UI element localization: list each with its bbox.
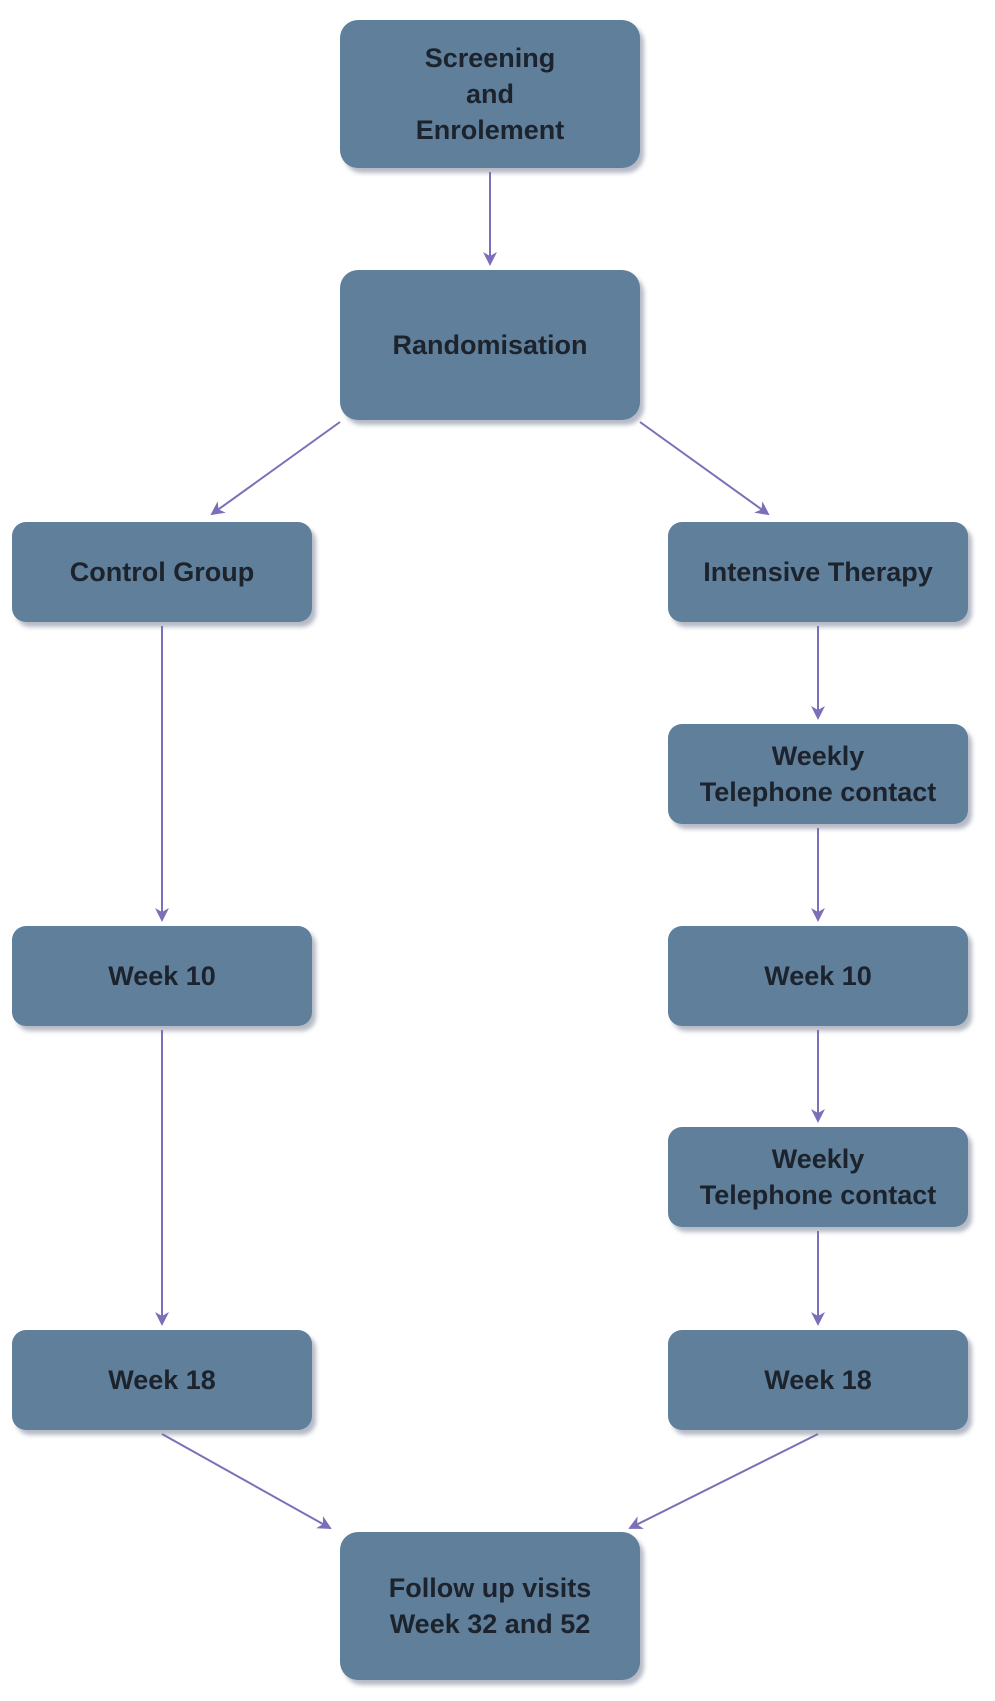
intensive-week-18-box: Week 18 bbox=[668, 1330, 968, 1430]
randomisation-box: Randomisation bbox=[340, 270, 640, 420]
arrow-control_week_18-to-follow_up bbox=[161, 1433, 332, 1529]
node-label-line: Week 10 bbox=[764, 961, 872, 991]
control-group-box: Control Group bbox=[12, 522, 312, 622]
node-label-line: Enrolement bbox=[415, 115, 565, 145]
arrow-intensive_week_18-to-follow_up bbox=[628, 1433, 819, 1529]
control-week-18-box: Week 18 bbox=[12, 1330, 312, 1430]
intensive-week-10-box: Week 10 bbox=[668, 926, 968, 1026]
node-label-line: Follow up visits bbox=[388, 1573, 592, 1603]
node-label-line: Week 10 bbox=[108, 961, 216, 991]
intensive-therapy-box: Intensive Therapy bbox=[668, 522, 968, 622]
node-label-line: and bbox=[465, 79, 514, 109]
node-label-line: Screening bbox=[424, 43, 556, 73]
follow-up-visits-box: Follow up visits Week 32 and 52 bbox=[340, 1532, 640, 1680]
arrow-randomisation-to-control_group bbox=[210, 421, 341, 516]
node-label-line: Weekly bbox=[771, 741, 865, 771]
weekly-telephone-contact-box: Weekly Telephone contact bbox=[668, 1127, 968, 1227]
node-label-line: Telephone contact bbox=[699, 777, 937, 807]
weekly-telephone-contact-box: Weekly Telephone contact bbox=[668, 724, 968, 824]
node-label-line: Telephone contact bbox=[699, 1180, 937, 1210]
node-label-line: Week 18 bbox=[108, 1365, 216, 1395]
node-label-line: Week 32 and 52 bbox=[389, 1609, 591, 1639]
control-week-10-box: Week 10 bbox=[12, 926, 312, 1026]
node-label-line: Intensive Therapy bbox=[703, 557, 933, 587]
screening-enrolment-box: Screening and Enrolement bbox=[340, 20, 640, 168]
node-label-line: Week 18 bbox=[764, 1365, 872, 1395]
node-label-line: Randomisation bbox=[392, 330, 588, 360]
arrow-randomisation-to-intensive_therapy bbox=[639, 421, 770, 516]
node-label-line: Control Group bbox=[69, 557, 255, 587]
node-label-line: Weekly bbox=[771, 1144, 865, 1174]
